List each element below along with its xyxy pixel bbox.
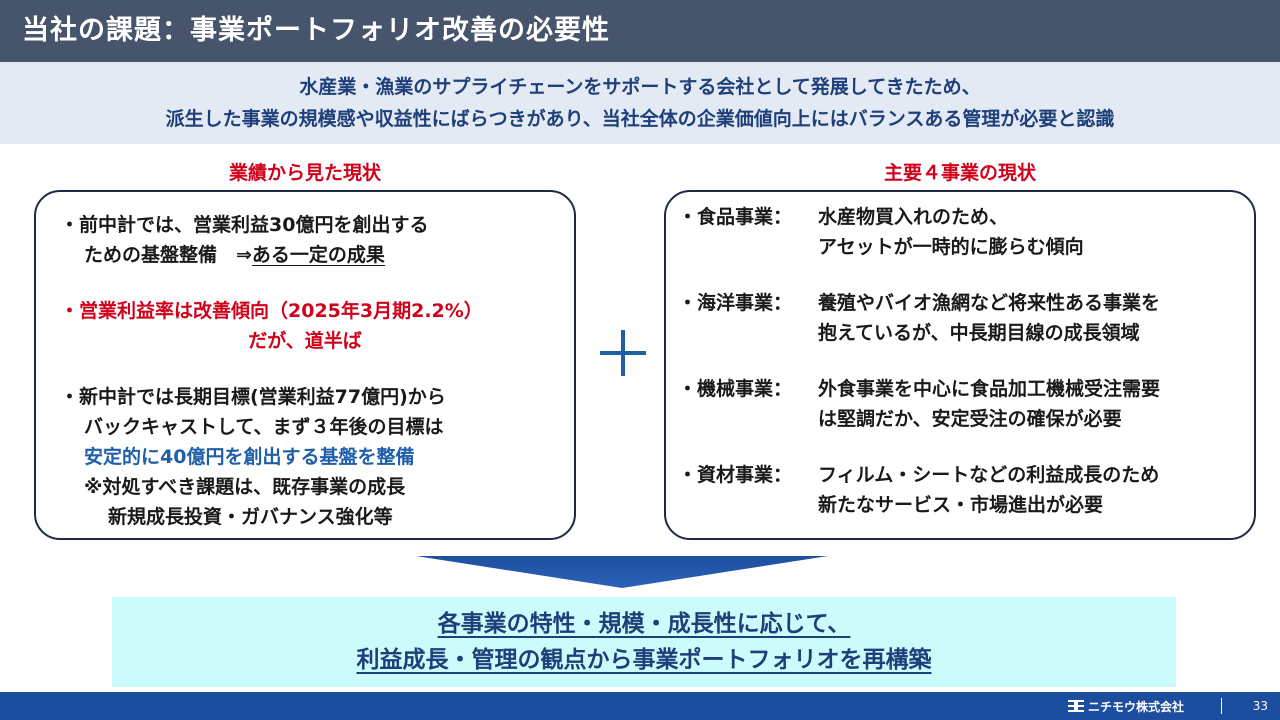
left-p3-line3: 安定的に40億円を創出する基盤を整備	[84, 446, 415, 468]
right-section-heading: 主要４事業の現状	[883, 162, 1036, 184]
summary-band: 水産業・漁業のサプライチェーンをサポートする会社として発展してきたため、 派生し…	[0, 62, 1280, 144]
business-item-desc: 新たなサービス・市場進出が必要	[818, 494, 1104, 516]
conclusion-line-1: 各事業の特性・規模・成長性に応じて、	[437, 611, 851, 637]
business-item-desc: 外食事業を中心に食品加工機械受注需要	[818, 378, 1161, 400]
business-item-label: ・海洋事業：	[678, 292, 793, 314]
left-p3-line2: バックキャストして、まず３年後の目標は	[84, 416, 444, 438]
performance-status-panel: ・前中計では、営業利益30億円を創出する ための基盤整備 ⇒ある一定の成果 ・営…	[34, 190, 576, 540]
business-item-desc: 抱えているが、中長期目線の成長領域	[818, 322, 1140, 344]
left-section-heading: 業績から見た現状	[228, 162, 381, 184]
left-p1-line2-highlight: ある一定の成果	[251, 244, 385, 266]
summary-line-2: 派生した事業の規模感や収益性にばらつきがあり、当社全体の企業価値向上にはバランス…	[165, 108, 1115, 130]
footer-bar: ニチモウ株式会社 33	[0, 692, 1280, 720]
footer-divider	[1221, 698, 1222, 714]
business-item-desc: は堅調だか、安定受注の確保が必要	[818, 408, 1122, 430]
left-p3-line4: ※対処すべき課題は、既存事業の成長	[84, 476, 406, 498]
business-item-desc: フィルム・シートなどの利益成長のため	[818, 464, 1160, 486]
conclusion-line-2: 利益成長・管理の観点から事業ポートフォリオを再構築	[356, 647, 932, 673]
business-item-desc: 養殖やバイオ漁網など将来性ある事業を	[818, 292, 1161, 314]
page-title: 当社の課題：事業ポートフォリオ改善の必要性	[0, 0, 1280, 62]
left-p3-line1: ・新中計では長期目標(営業利益77億円)から	[60, 386, 446, 408]
left-p3-line5: 新規成長投資・ガバナンス強化等	[108, 506, 393, 528]
footer-company: ニチモウ株式会社	[1067, 699, 1184, 714]
conclusion-box: 各事業の特性・規模・成長性に応じて、 利益成長・管理の観点から事業ポートフォリオ…	[112, 597, 1176, 687]
left-p2-line1: ・営業利益率は改善傾向（2025年3月期2.2%）	[60, 300, 483, 322]
business-status-panel: ・食品事業： 水産物買入れのため、 アセットが一時的に膨らむ傾向 ・海洋事業： …	[664, 190, 1256, 540]
left-p1-line1: ・前中計では、営業利益30億円を創出する	[60, 214, 429, 236]
left-p1-line2-prefix: ための基盤整備 ⇒	[84, 244, 252, 266]
business-item-label: ・食品事業：	[678, 206, 793, 228]
left-p2-line2: だが、道半ば	[248, 330, 362, 352]
down-arrow-icon	[416, 556, 828, 588]
company-logo-icon	[1067, 700, 1084, 712]
business-item-label: ・資材事業：	[678, 464, 793, 486]
left-p1-line2: ための基盤整備 ⇒ある一定の成果	[84, 240, 385, 270]
page-number: 33	[1252, 699, 1268, 713]
plus-icon	[600, 330, 646, 376]
company-name: ニチモウ株式会社	[1087, 699, 1184, 714]
business-item-desc: アセットが一時的に膨らむ傾向	[818, 236, 1084, 258]
business-item-label: ・機械事業：	[678, 378, 793, 400]
summary-line-1: 水産業・漁業のサプライチェーンをサポートする会社として発展してきたため、	[299, 76, 981, 98]
business-item-desc: 水産物買入れのため、	[818, 206, 1009, 228]
